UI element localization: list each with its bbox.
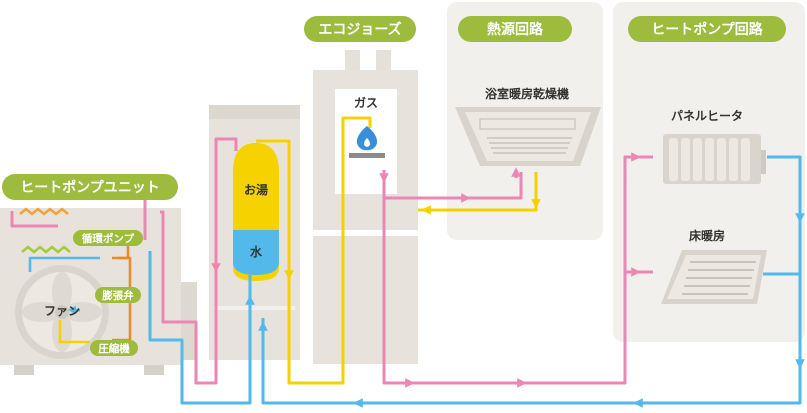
yellow-flow-pipes (256, 116, 541, 385)
heat-source-circuit-badge: 熱源回路 (458, 16, 572, 42)
heatpump-circuit-label: ヒートポンプ回路 (651, 21, 764, 38)
circulation-pump-tag: 循環ポンプ (73, 230, 143, 246)
gas-label: ガス (354, 95, 378, 110)
bathroom-dryer-label: 浴室暖房乾燥機 (485, 86, 569, 101)
eco-jozu-badge: エコジョーズ (304, 16, 416, 42)
fan-icon (15, 265, 109, 359)
heatpump-unit-badge: ヒートポンプユニット (2, 174, 178, 200)
water-label: 水 (250, 244, 263, 259)
fan-label: ファン (44, 304, 80, 318)
eco-jozu-boiler (313, 50, 418, 364)
panel-heater-label: パネルヒータ (671, 109, 743, 123)
flame-icon (356, 126, 378, 151)
panel-heater-unit (663, 134, 766, 184)
heatpump-circuit-badge: ヒートポンプ回路 (628, 16, 786, 42)
circulation-pump-label: 循環ポンプ (82, 232, 135, 245)
hot-water-tank-unit (209, 105, 300, 360)
bathroom-dryer-unit (455, 107, 601, 166)
compressor-label: 圧縮機 (98, 342, 130, 355)
floor-heating-unit (661, 250, 767, 304)
heat-source-circuit-label: 熱源回路 (487, 21, 544, 38)
eco-jozu-label: エコジョーズ (318, 21, 401, 38)
blue-flow-pipes (148, 155, 805, 408)
hot-water-label: お湯 (244, 182, 268, 197)
floor-heating-label: 床暖房 (689, 228, 725, 243)
heatpump-unit-label: ヒートポンプユニット (20, 179, 160, 196)
expansion-valve-label: 膨張弁 (102, 289, 134, 302)
compressor-tag: 圧縮機 (90, 340, 138, 356)
expansion-valve-tag: 膨張弁 (95, 287, 141, 303)
